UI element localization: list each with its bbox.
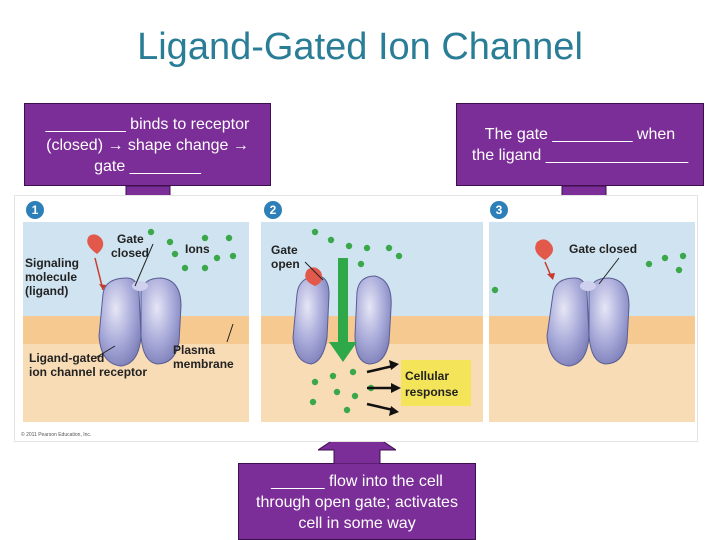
ion-channel-receptor <box>546 277 630 367</box>
svg-text:Gate open: Gate open <box>271 243 301 271</box>
response-arrows <box>366 360 401 416</box>
callout-gate-closes: The gate _________ when the ligand _____… <box>456 103 704 186</box>
svg-text:Gate closed Io: Gate closed Ions Signaling molecule (lig… <box>25 232 234 379</box>
panel-number: 1 <box>32 203 39 217</box>
panel-3: 3 Gate closed <box>489 201 695 422</box>
callout-line: The gate _________ when <box>484 126 676 143</box>
label-ions: Ions <box>185 242 210 256</box>
ions <box>491 252 687 294</box>
cellular-response-box <box>401 360 471 406</box>
label-gate-open: open <box>271 257 300 271</box>
label-response: Cellular <box>405 369 449 383</box>
label-gate-closed: Gate closed <box>569 242 637 256</box>
label-signaling: (ligand) <box>25 284 68 298</box>
label-gate-closed: Gate <box>117 232 144 246</box>
label-response: response <box>405 385 459 399</box>
label-receptor: ion channel receptor <box>29 365 147 379</box>
callout-line: the ligand ________________ <box>471 147 689 164</box>
ions <box>309 228 403 414</box>
panel-1: 1 Gate closed Ions Signaling molecule (l… <box>21 201 249 438</box>
ion-channel-receptor <box>98 277 182 367</box>
callout-line: cell in some way <box>298 515 416 532</box>
ion-flow-arrow <box>338 258 348 342</box>
callout-ions-flow: ______ flow into the cell through open g… <box>238 463 476 540</box>
label-signaling: molecule <box>25 270 77 284</box>
ligand-molecule <box>305 267 323 286</box>
copyright-text: © 2011 Pearson Education, Inc. <box>21 431 91 438</box>
ligand-molecule <box>87 234 104 254</box>
callout-line: ______ flow into the cell <box>271 473 443 490</box>
label-gate-closed: closed <box>111 246 149 260</box>
panel-number: 2 <box>270 203 277 217</box>
ions <box>147 228 237 272</box>
diagram-figure: 1 Gate closed Ions Signaling molecule (l… <box>14 195 698 442</box>
label-membrane: membrane <box>173 357 234 371</box>
panel-number: 3 <box>496 203 503 217</box>
label-membrane: Plasma <box>173 343 215 357</box>
callout-line: _________ binds to receptor <box>45 116 250 133</box>
slide-title: Ligand-Gated Ion Channel <box>137 26 583 68</box>
ligand-molecule <box>535 239 553 260</box>
ion-channel-receptor <box>292 275 392 365</box>
panel-2: 2 Gate open <box>261 201 483 422</box>
label-gate-open: Gate <box>271 243 298 257</box>
svg-text:Cellular response: Cellular response <box>405 369 459 399</box>
label-signaling: Signaling <box>25 256 79 270</box>
callout-line: gate ________ <box>94 158 201 175</box>
callout-arrow-bottom <box>318 424 396 464</box>
callout-ligand-binds: _________ binds to receptor (closed) → s… <box>24 103 271 186</box>
callout-line: (closed) → shape change → <box>46 137 249 154</box>
label-receptor: Ligand-gated <box>29 351 104 365</box>
callout-line: through open gate; activates <box>256 494 458 511</box>
